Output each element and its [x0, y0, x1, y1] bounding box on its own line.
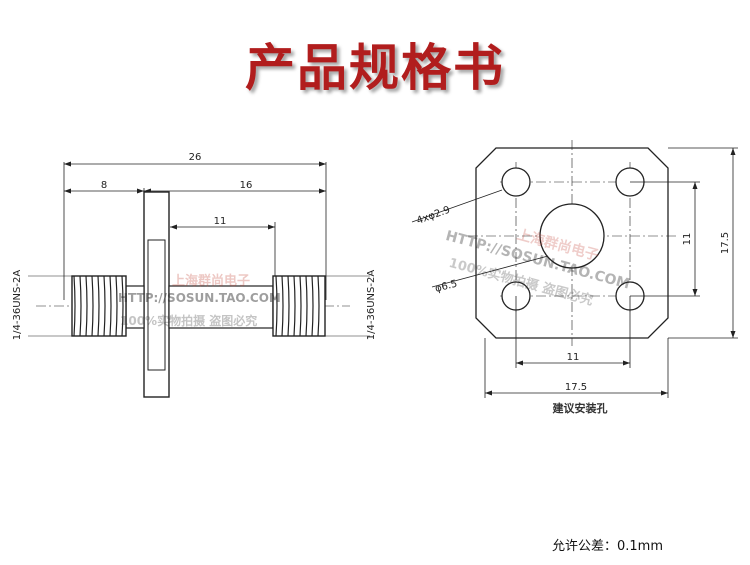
- flange-view: [411, 140, 738, 398]
- side-view: [28, 161, 370, 398]
- watermark-url-left: HTTP://SOSUN.TAO.COM: [118, 291, 281, 305]
- watermark-shop-left: 上海群尚电子: [172, 274, 251, 289]
- dim-center-hole: φ6.5: [434, 278, 459, 294]
- tolerance-note: 允许公差：0.1mm: [552, 539, 664, 554]
- left-thread-label: 1/4-36UNS-2A: [12, 270, 23, 341]
- dim-mounting-hole: 4xφ2.9: [415, 205, 451, 227]
- dim-right-section: 16: [240, 180, 253, 191]
- right-thread-label: 1/4-36UNS-2A: [366, 270, 377, 341]
- dim-overall-height: 17.5: [720, 232, 731, 254]
- dim-overall-width: 17.5: [565, 382, 587, 393]
- dim-hole-spacing-vertical: 11: [682, 233, 693, 246]
- dim-hole-spacing-horizontal: 11: [567, 352, 580, 363]
- dim-thread-length: 11: [214, 216, 227, 227]
- dim-overall-length: 26: [189, 152, 202, 163]
- dim-left-section: 8: [101, 180, 107, 191]
- page-title: 产品规格书: [245, 39, 505, 97]
- mounting-hole-caption: 建议安装孔: [552, 402, 608, 415]
- watermark-slogan-left: 100%实物拍摄 盗图必究: [120, 314, 258, 328]
